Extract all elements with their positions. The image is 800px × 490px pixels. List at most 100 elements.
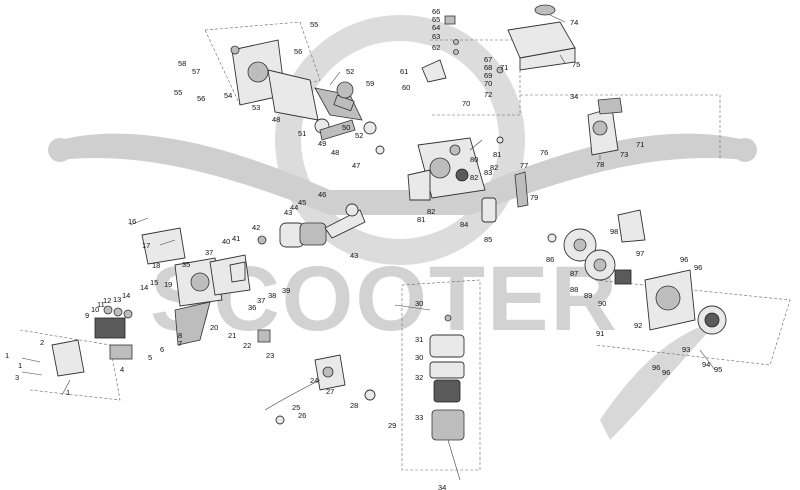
part-label: 55	[310, 20, 318, 29]
part-label: 30	[415, 353, 423, 362]
fuel-tank-assembly	[496, 4, 576, 74]
part-label: 65	[432, 15, 440, 24]
part-label: 18	[152, 261, 160, 270]
part-label: 81	[493, 150, 501, 159]
part-label: 38	[268, 291, 276, 300]
crankshaft-assembly	[314, 81, 385, 155]
part-label: 98	[610, 227, 618, 236]
part-label: 11	[97, 300, 105, 309]
part-label: 70	[484, 79, 492, 88]
part-label: 35	[182, 260, 190, 269]
part-label: 37	[257, 296, 265, 305]
part-label: 3	[15, 373, 19, 382]
part-label: 6	[160, 345, 164, 354]
part-label: 77	[520, 161, 528, 170]
part-label: 5	[148, 353, 152, 362]
part-label: 52	[355, 131, 363, 140]
part-label: 96	[694, 263, 702, 272]
part-label: 19	[164, 280, 172, 289]
bracket-part	[617, 209, 646, 243]
part-label: 12	[103, 296, 111, 305]
fuel-pump-assembly	[229, 261, 376, 425]
part-label: 69	[484, 71, 492, 80]
part-label: 8	[178, 331, 182, 340]
part-label: 48	[331, 148, 339, 157]
part-label: 49	[318, 139, 326, 148]
part-label: 81	[417, 215, 425, 224]
clip-part	[257, 329, 271, 343]
part-label: 17	[142, 241, 150, 250]
part-label: 73	[620, 150, 628, 159]
part-label: 56	[197, 94, 205, 103]
throttle-cap-part	[444, 15, 456, 25]
part-label: 82	[427, 207, 435, 216]
part-label: 72	[484, 90, 492, 99]
throttle-linkage	[421, 15, 459, 83]
part-label: 30	[415, 299, 423, 308]
part-label: 95	[714, 365, 722, 374]
part-label: 39	[282, 286, 290, 295]
fuel-hose-part	[264, 379, 321, 411]
part-label: 52	[346, 67, 354, 76]
throttle-lever-part	[421, 59, 447, 83]
part-label: 76	[540, 148, 548, 157]
part-label: 70	[462, 99, 470, 108]
part-label: 89	[584, 291, 592, 300]
part-label: 14	[140, 283, 148, 292]
watermark-handlebar	[60, 133, 745, 215]
part-label: 51	[298, 129, 306, 138]
carburetor-part	[481, 197, 497, 223]
part-label: 7	[178, 339, 182, 348]
part-label: 1	[66, 388, 70, 397]
part-label: 66	[432, 7, 440, 16]
part-label: 87	[570, 269, 578, 278]
part-label: 93	[682, 345, 690, 354]
part-label: 53	[252, 103, 260, 112]
fuel-cap-part	[534, 4, 556, 16]
part-label: 82	[470, 173, 478, 182]
piston-part	[299, 222, 327, 246]
part-label: 92	[634, 321, 642, 330]
part-label: 27	[326, 387, 334, 396]
part-label: 40	[222, 237, 230, 246]
part-label: 90	[598, 299, 606, 308]
part-label: 96	[662, 368, 670, 377]
part-label: 36	[248, 303, 256, 312]
part-label: 1	[5, 351, 9, 360]
part-label: 59	[366, 79, 374, 88]
part-label: 96	[680, 255, 688, 264]
part-number-labels: 1 1 1 2 3 4 5 6 7 8 9 10 11 12 13 14 14 …	[5, 7, 722, 490]
part-label: 46	[318, 190, 326, 199]
part-label: 25	[292, 403, 300, 412]
part-label: 91	[596, 329, 604, 338]
part-label: 55	[174, 88, 182, 97]
part-label: 2	[40, 338, 44, 347]
part-label: 71	[636, 140, 644, 149]
part-label: 50	[342, 123, 350, 132]
part-label: 4	[120, 365, 124, 374]
part-label: 37	[205, 248, 213, 257]
assembly-frames	[19, 21, 791, 471]
part-label: 60	[402, 83, 410, 92]
starter-cup-part	[614, 269, 632, 285]
part-label: 33	[415, 413, 423, 422]
part-label: 56	[294, 47, 302, 56]
starter-assembly	[547, 209, 727, 335]
part-label: 58	[178, 59, 186, 68]
choke-lever-part	[514, 171, 529, 208]
part-label: 43	[284, 208, 292, 217]
part-label: 80	[470, 155, 478, 164]
part-label: 31	[415, 335, 423, 344]
part-label: 24	[310, 376, 318, 385]
part-label: 83	[484, 168, 492, 177]
part-label: 41	[232, 234, 240, 243]
part-label: 48	[272, 115, 280, 124]
part-label: 47	[352, 161, 360, 170]
part-label: 97	[636, 249, 644, 258]
rocker-bracket-part	[174, 301, 211, 346]
part-label: 84	[460, 220, 468, 229]
part-label: 88	[570, 285, 578, 294]
part-label: 44	[290, 203, 298, 212]
watermark-grip-left	[48, 138, 72, 162]
